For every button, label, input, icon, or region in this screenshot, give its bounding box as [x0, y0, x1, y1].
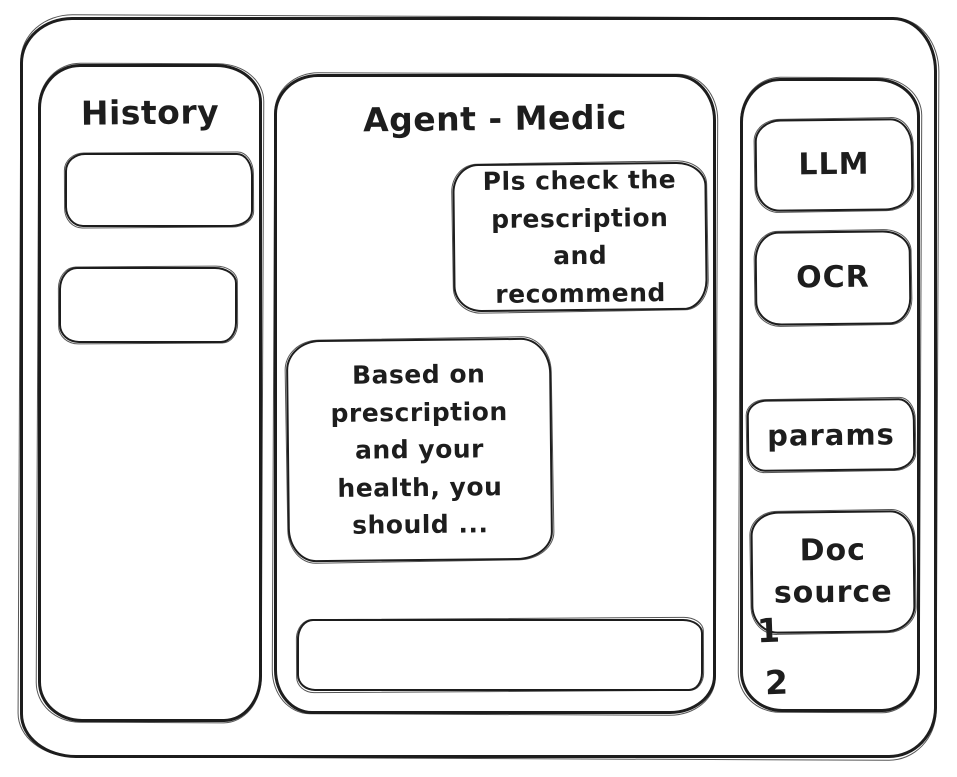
history-item[interactable]	[59, 267, 237, 343]
history-panel: History	[38, 64, 262, 722]
agent-message-bubble: Based on prescription and your health, y…	[285, 337, 554, 563]
annotation-step-1: 1	[756, 610, 781, 651]
tools-panel: LLM OCR params Doc source 1 2	[740, 78, 920, 712]
message-input[interactable]	[299, 621, 701, 689]
chat-panel-title: Agent - Medic	[362, 97, 628, 140]
params-button[interactable]: params	[746, 398, 916, 472]
ocr-button[interactable]: OCR	[754, 230, 912, 326]
history-panel-title: History	[80, 92, 220, 133]
history-item[interactable]	[65, 153, 253, 227]
annotation-step-2: 2	[764, 662, 789, 703]
user-message-bubble: Pls check the prescription and recommend	[452, 161, 708, 313]
chat-panel: Agent - Medic Pls check the prescription…	[274, 74, 716, 714]
llm-button[interactable]: LLM	[754, 118, 914, 212]
message-input-box[interactable]	[297, 619, 703, 691]
